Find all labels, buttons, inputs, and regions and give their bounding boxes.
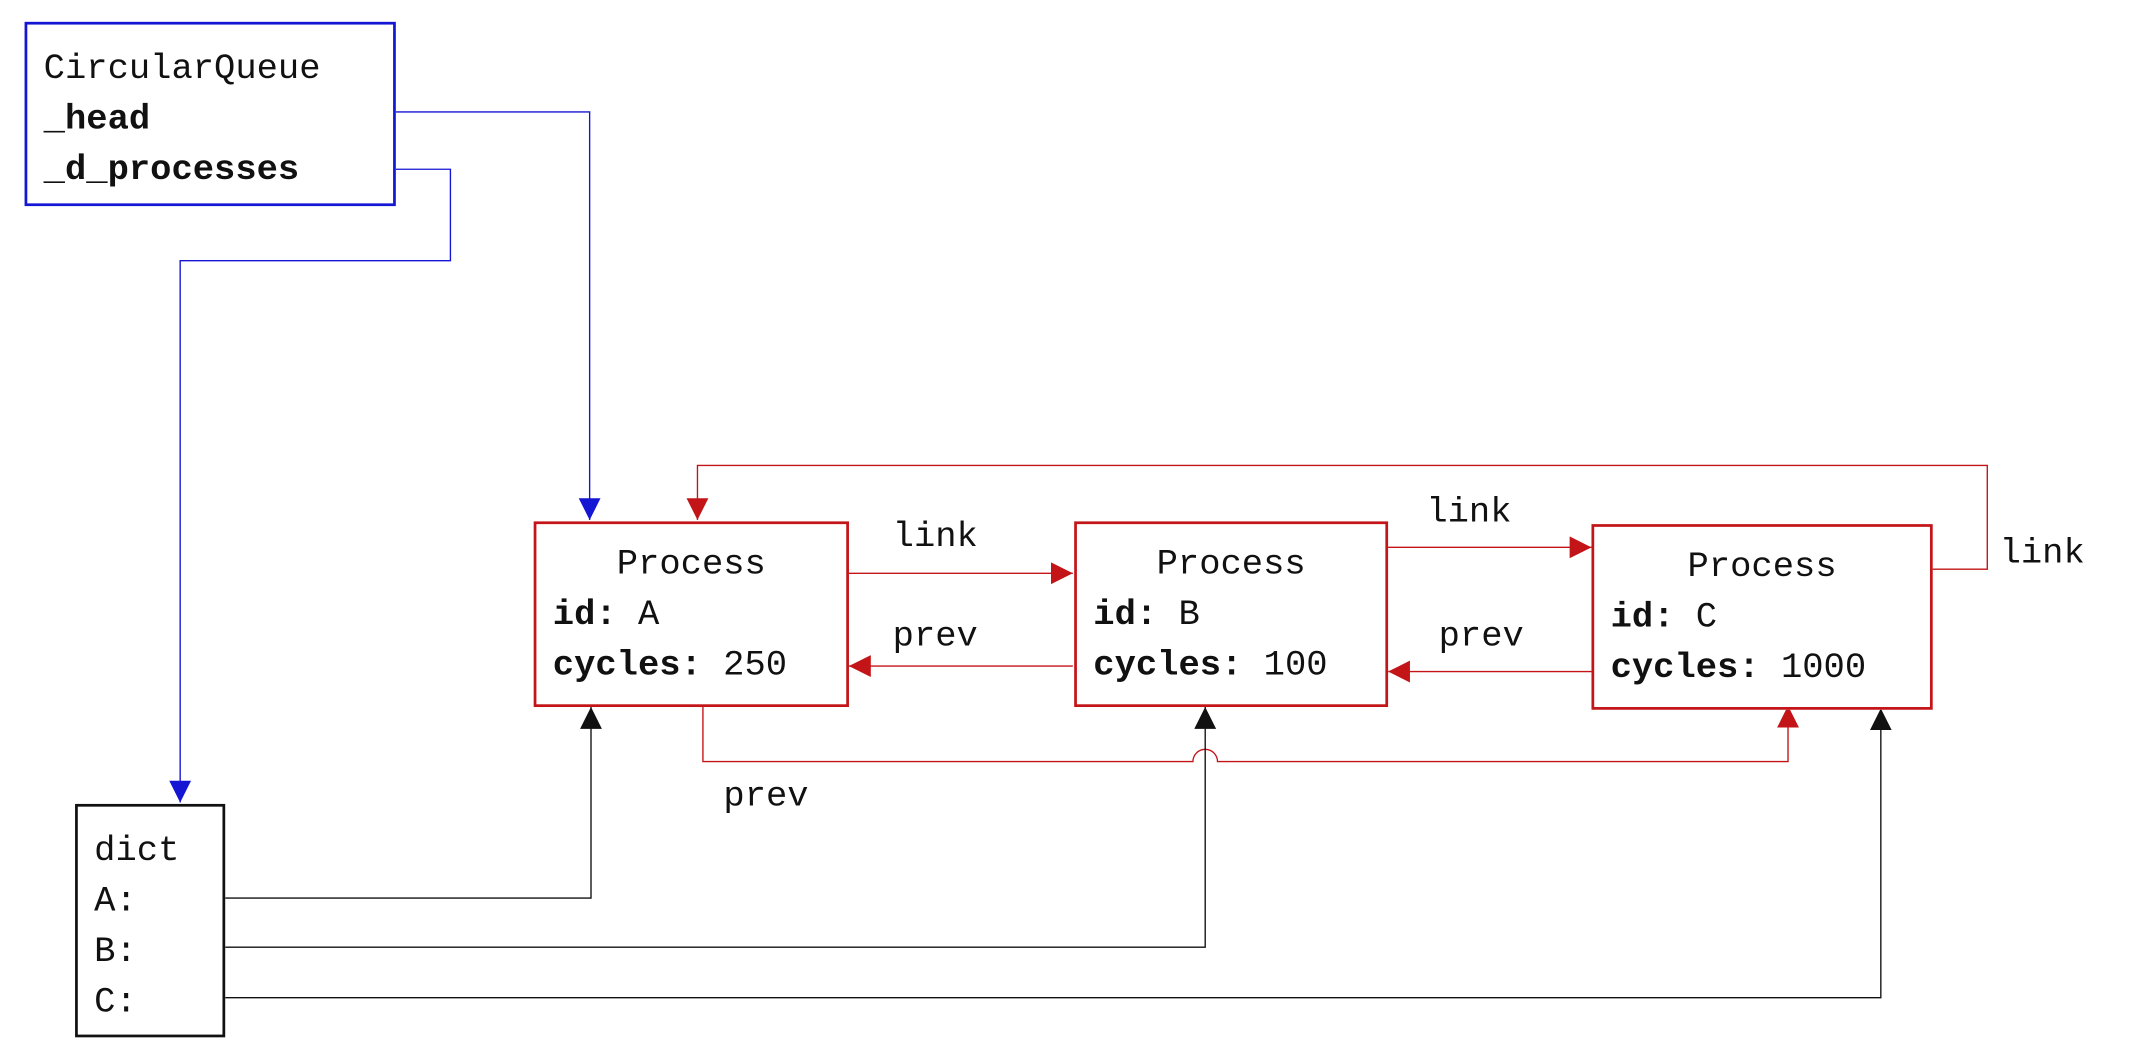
head-pointer-edge — [395, 111, 601, 521]
process-c-cycles-value: 1000 — [1759, 646, 1867, 688]
dict-key-c: C: — [94, 981, 137, 1023]
process-b-title: Process — [1156, 543, 1306, 585]
dict-key-a: A: — [94, 880, 137, 922]
link-label-c-to-a: link — [1999, 532, 2085, 574]
d-processes-field: _d_processes — [43, 148, 300, 190]
process-c-id-label: id: — [1610, 596, 1675, 638]
d-processes-pointer-edge — [169, 168, 452, 803]
process-a-title: Process — [616, 543, 766, 585]
circular-queue-title: CircularQueue — [43, 47, 321, 89]
process-c-cycles-label: cycles: — [1610, 646, 1760, 688]
link-label-a-to-b: link — [892, 515, 978, 557]
link-label-b-to-c: link — [1426, 491, 1512, 533]
process-a-cycles-value: 250 — [701, 644, 788, 686]
circular-queue-node: CircularQueue _head _d_processes — [24, 21, 396, 207]
link-edge-c-to-a — [686, 464, 1988, 570]
dict-a-pointer-edge — [225, 707, 602, 899]
process-a-id-value: A — [616, 593, 660, 635]
head-field: _head — [43, 98, 151, 140]
process-c-title: Process — [1687, 545, 1837, 587]
process-node-b: Process id: B cycles: 100 — [1074, 521, 1389, 708]
prev-edge-a-to-c — [702, 705, 1799, 763]
dict-c-pointer-edge — [225, 708, 1892, 999]
process-node-a: Process id: A cycles: 250 — [533, 521, 849, 708]
dict-key-b: B: — [94, 930, 137, 972]
process-b-id-value: B — [1157, 593, 1200, 635]
process-a-cycles-label: cycles: — [552, 644, 702, 686]
dict-title: dict — [94, 829, 180, 871]
process-c-id-value: C — [1674, 596, 1718, 638]
dict-node: dict A: B: C: — [75, 803, 226, 1038]
dict-b-pointer-edge — [225, 707, 1217, 948]
process-b-cycles-label: cycles: — [1093, 644, 1243, 686]
process-b-id-label: id: — [1093, 593, 1158, 635]
process-a-id-label: id: — [552, 593, 617, 635]
prev-label-c-to-b: prev — [1438, 615, 1524, 657]
prev-label-a-to-c: prev — [723, 775, 809, 817]
process-node-c: Process id: C cycles: 1000 — [1591, 524, 1933, 710]
process-b-cycles-value: 100 — [1242, 644, 1328, 686]
prev-label-b-to-a: prev — [892, 615, 978, 657]
